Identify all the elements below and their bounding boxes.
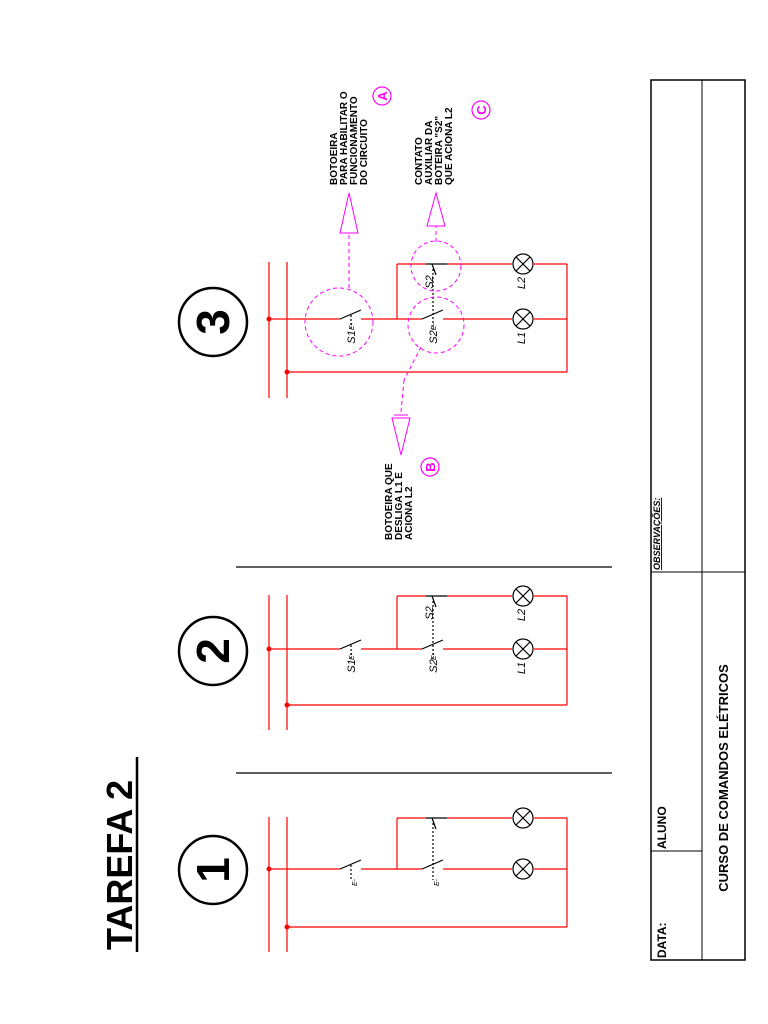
nc-auxiliary-contact bbox=[431, 595, 437, 608]
lamp-l2 bbox=[512, 585, 534, 607]
annotation-a-line: DO CIRCUITO bbox=[359, 119, 370, 185]
lamp-l2 bbox=[512, 253, 534, 275]
label-l2: L2 bbox=[516, 609, 528, 621]
diagram-3: 3 S1 S2 S2 E- E- bbox=[177, 86, 568, 540]
diagram-number-circle bbox=[177, 615, 249, 687]
arrow-head-a bbox=[339, 192, 359, 234]
title-block-frame bbox=[650, 79, 746, 961]
highlight-circle-c bbox=[410, 240, 462, 292]
annotation-c-line: AUXILIAR DA bbox=[424, 121, 435, 185]
no-pushbutton-contact bbox=[339, 859, 362, 870]
annotation-b-line: ACIONA L2 bbox=[404, 486, 415, 540]
diagram-number-circle bbox=[177, 834, 249, 906]
button-head-mark: E- bbox=[434, 878, 441, 886]
junction-dot bbox=[266, 646, 272, 652]
diagram-number: 1 bbox=[187, 857, 239, 883]
label-s2: S2 bbox=[428, 330, 440, 343]
no-pushbutton-contact bbox=[339, 309, 362, 320]
annotation-a-badge: A bbox=[375, 91, 390, 101]
junction-dot bbox=[284, 924, 290, 930]
annotation-a-line: PARA HABILITAR O bbox=[339, 91, 350, 185]
button-head-mark: E- bbox=[431, 322, 438, 330]
leader-line-b bbox=[403, 346, 422, 381]
annotation-c-line: QUE ACIONA L2 bbox=[444, 107, 455, 185]
junction-dot bbox=[284, 702, 290, 708]
nc-auxiliary-contact bbox=[431, 817, 437, 830]
annotation-a-badge-circle bbox=[372, 86, 392, 106]
arrow-head-c bbox=[426, 191, 446, 227]
junction-dot bbox=[284, 369, 290, 375]
no-pushbutton-contact bbox=[421, 639, 444, 650]
annotation-c-line: BOTEIRA "S2" bbox=[434, 116, 445, 185]
diagram-2: 2 S1 S2 S2 E- E- bbox=[177, 585, 568, 730]
label-s2-aux: S2 bbox=[424, 606, 436, 619]
worksheet-title: TAREFA 2 bbox=[99, 780, 140, 950]
annotation-a-text: BOTOEIRA PARA HABILITAR O FUNCIONAMENTO … bbox=[329, 89, 370, 185]
lamp-1 bbox=[512, 858, 534, 880]
course-name: CURSO DE COMANDOS ELÉTRICOS bbox=[716, 664, 731, 892]
leader-line-b bbox=[400, 379, 405, 413]
annotation-c-badge: C bbox=[474, 105, 489, 115]
title-block: DATA: ALUNO OBSERVAÇÕES: CURSO DE COMAND… bbox=[650, 79, 746, 961]
annotation-c-line: CONTATO bbox=[414, 137, 425, 185]
junction-dot bbox=[266, 866, 272, 872]
annotation-c-badge-circle bbox=[471, 100, 491, 120]
annotation-b-text: BOTOEIRA QUE DESLIGA L1 E ACIONA L2 bbox=[384, 461, 415, 540]
highlight-circle-a bbox=[304, 287, 374, 357]
annotation-c-text: CONTATO AUXILIAR DA BOTEIRA "S2" QUE ACI… bbox=[414, 107, 455, 185]
date-label: DATA: bbox=[655, 922, 669, 958]
diagram-number: 2 bbox=[187, 638, 239, 664]
annotation-b-badge: B bbox=[423, 462, 438, 471]
label-s1: S1 bbox=[346, 330, 358, 343]
nc-auxiliary-contact bbox=[431, 263, 437, 276]
label-l1: L1 bbox=[516, 662, 528, 674]
observations-label: OBSERVAÇÕES: bbox=[652, 498, 662, 570]
button-head-mark: E- bbox=[349, 652, 356, 660]
annotation-b-line: BOTOEIRA QUE bbox=[384, 463, 395, 540]
junction-dot bbox=[266, 316, 272, 322]
label-l1: L1 bbox=[516, 332, 528, 344]
annotation-b-line: DESLIGA L1 E bbox=[394, 472, 405, 540]
no-pushbutton-contact bbox=[339, 639, 362, 650]
highlight-circle-b bbox=[407, 296, 465, 354]
annotation-b-badge-circle bbox=[420, 457, 440, 477]
label-s2-aux: S2 bbox=[424, 275, 436, 288]
button-head-mark: E- bbox=[349, 322, 356, 330]
lamp-l1 bbox=[512, 308, 534, 330]
lamp-2 bbox=[512, 807, 534, 829]
diagram-number-circle bbox=[177, 286, 249, 358]
label-s2: S2 bbox=[428, 659, 440, 672]
button-head-mark: E- bbox=[431, 652, 438, 660]
arrow-head-b bbox=[391, 417, 411, 456]
annotation-a-line: FUNCIONAMENTO bbox=[349, 96, 360, 185]
label-l2: L2 bbox=[516, 277, 528, 289]
annotation-a-line: BOTOEIRA bbox=[329, 133, 340, 185]
diagram-number: 3 bbox=[187, 309, 239, 335]
diagram-1: 1 E- E- bbox=[177, 807, 568, 952]
button-head-mark: E- bbox=[352, 878, 359, 886]
student-label: ALUNO bbox=[655, 806, 669, 849]
lamp-l1 bbox=[512, 638, 534, 660]
label-s1: S1 bbox=[346, 659, 358, 672]
